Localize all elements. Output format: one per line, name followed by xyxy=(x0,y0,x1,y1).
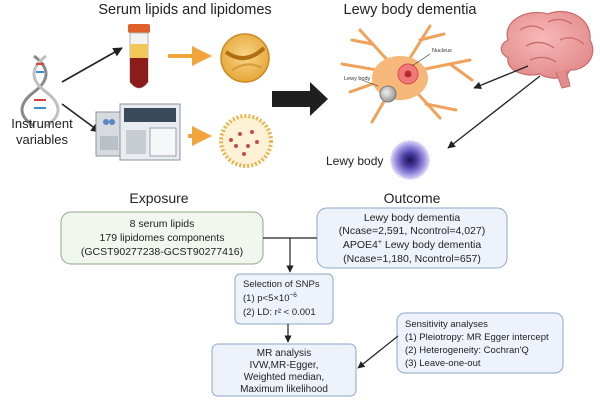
exposure-line1: 8 serum lipids xyxy=(130,218,195,230)
brain-to-neuron-arrow xyxy=(473,65,529,89)
outcome-line2: (Ncase=2,591, Ncontrol=4,027) xyxy=(339,225,486,237)
sensitivity-item1: (1) Pleiotropy: MR Egger intercept xyxy=(405,332,549,343)
mr-line2: IVW,MR-Egger, xyxy=(250,360,319,371)
instrument-label-line2: variables xyxy=(16,132,69,147)
snp-title: Selection of SNPs xyxy=(243,279,320,290)
snp-item1-prefix: (1) p<5×10 xyxy=(243,293,289,304)
dna-to-tube-arrow xyxy=(61,47,123,83)
lipoprotein-icon xyxy=(219,114,273,168)
exposure-line2: 179 lipidomes components xyxy=(100,232,225,244)
mr-line4: Maximum likelihood xyxy=(240,384,328,395)
mr-line1: MR analysis xyxy=(257,348,311,359)
neuron-lewy-body-label: Lewy body xyxy=(344,76,371,82)
lewy-dementia-title: Lewy body dementia xyxy=(344,2,478,18)
mr-line3: Weighted median, xyxy=(244,372,324,383)
blood-tube-icon xyxy=(128,24,150,89)
outcome-title: Outcome xyxy=(384,190,441,206)
outcome-line4: (Ncase=1,180, Ncontrol=657) xyxy=(343,253,481,265)
brain-to-lewybody-arrow xyxy=(447,75,541,149)
sensitivity-box xyxy=(396,312,564,374)
mr-analysis-box xyxy=(211,343,357,397)
instrument-label-line1: Instrument xyxy=(11,116,73,131)
mass-spectrometer-icon xyxy=(95,103,181,161)
outcome-line3: APOE4+ Lewy body dementia xyxy=(343,239,482,251)
outcome-line1: Lewy body dementia xyxy=(364,212,460,224)
sensitivity-item2: (2) Heterogeneity: Cochran'Q xyxy=(405,345,529,356)
lipid-particle-icon xyxy=(220,33,270,83)
snp-item1: (1) p<5×10−6 xyxy=(243,292,297,304)
neuron-icon: Nucleus Lewy body xyxy=(330,20,478,126)
sensitivity-title: Sensitivity analyses xyxy=(405,319,488,330)
sensitivity-to-mr-arrow xyxy=(357,335,399,369)
lewy-body-icon xyxy=(390,140,430,180)
outcome-line3-prefix: APOE4 xyxy=(343,239,378,251)
brain-icon xyxy=(500,10,594,89)
outcome-line3-suffix: Lewy body dementia xyxy=(382,239,481,251)
dna-icon xyxy=(20,54,60,128)
snp-item2: (2) LD: r² < 0.001 xyxy=(243,307,316,318)
snp-box xyxy=(234,273,334,325)
serum-title: Serum lipids and lipidomes xyxy=(98,2,271,18)
exposure-to-outcome-arrow xyxy=(272,82,328,116)
exposure-title: Exposure xyxy=(129,190,188,206)
outcome-line3-sup: + xyxy=(378,239,382,246)
snp-item1-exp: −6 xyxy=(289,292,297,299)
nucleus-label: Nucleus xyxy=(432,48,452,54)
lewy-body-label: Lewy body xyxy=(326,154,383,168)
sensitivity-item3: (3) Leave-one-out xyxy=(405,358,481,369)
exposure-line3: (GCST90277238-GCST90277416) xyxy=(81,246,243,258)
dna-to-instrument-arrow xyxy=(61,103,101,133)
